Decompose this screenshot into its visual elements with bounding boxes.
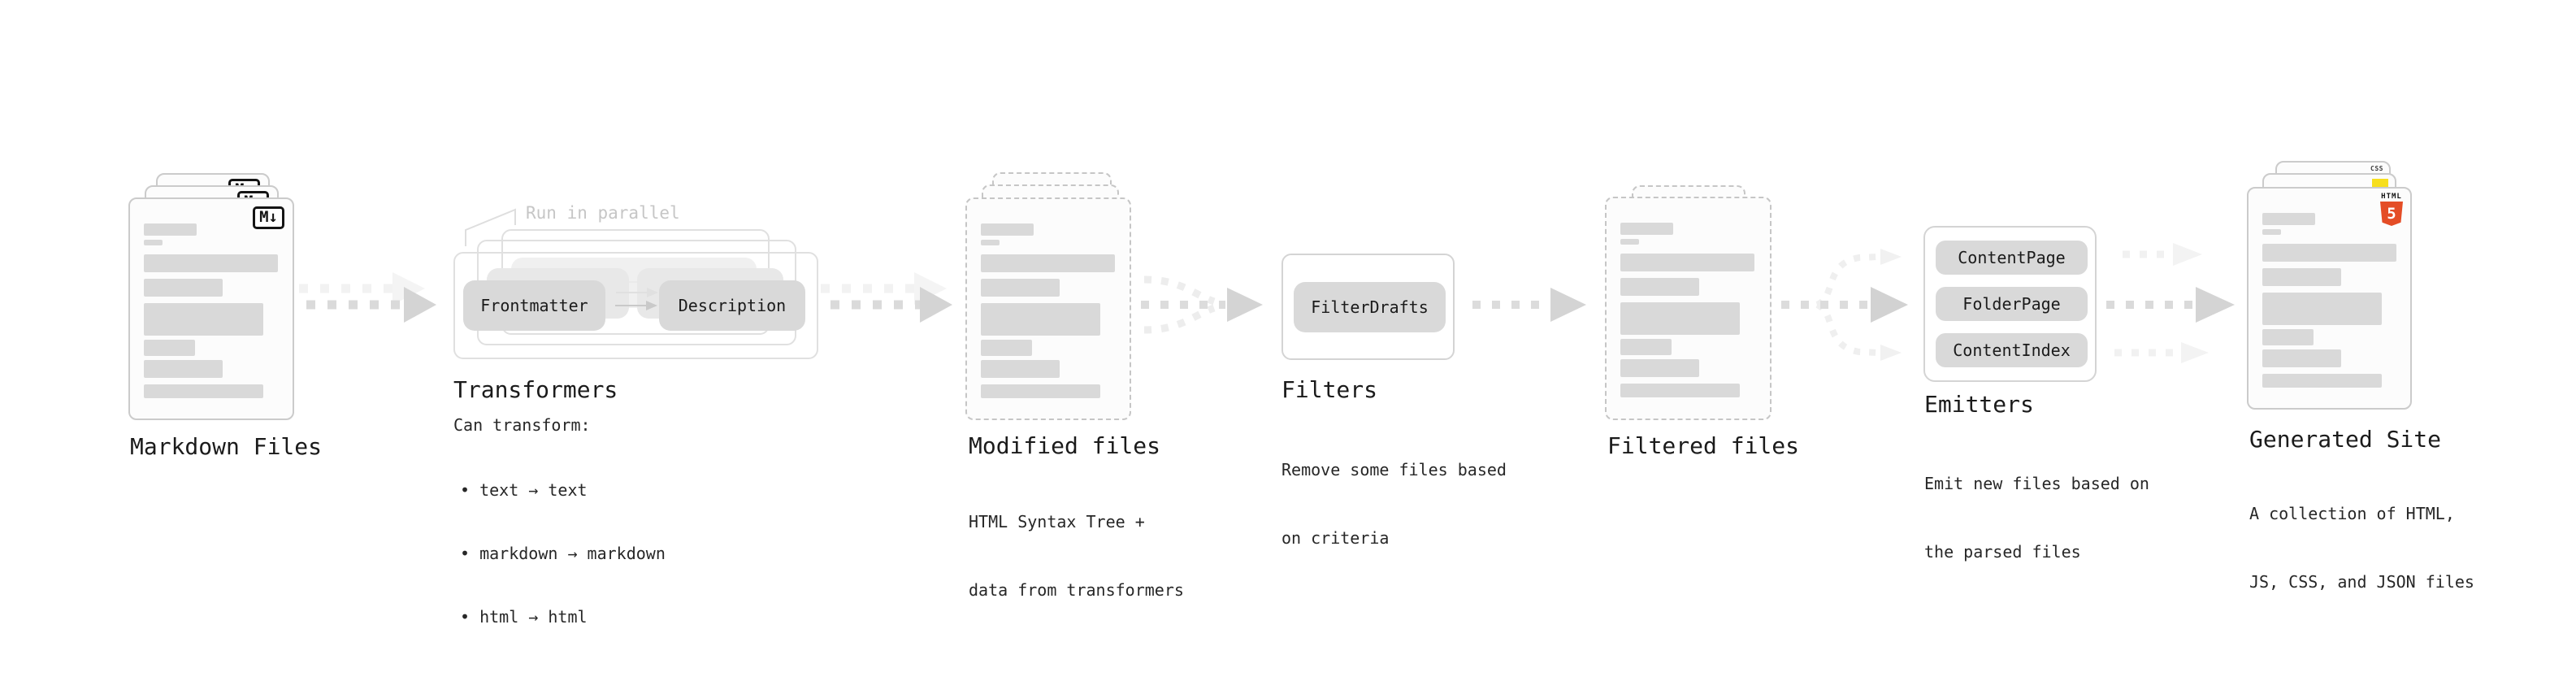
transform-flow-arrow-icon	[614, 301, 657, 310]
doc-text-bar	[981, 223, 1034, 236]
transformers-bullet-item: • html → html	[460, 607, 588, 627]
desc-line: Emit new files based on	[1924, 474, 2149, 493]
doc-text-bar	[144, 254, 278, 272]
transformers-capability-intro: Can transform:	[453, 415, 591, 435]
annotation-callout-line	[465, 208, 516, 246]
doc-text-bar	[144, 360, 223, 378]
doc-text-bar	[981, 254, 1115, 272]
doc-text-bar	[144, 240, 163, 245]
doc-text-bar	[1620, 339, 1672, 355]
flow-arrow-emitter-top	[2123, 243, 2202, 266]
doc-text-bar	[144, 303, 263, 336]
transformers-frame-front: Frontmatter Description	[453, 252, 818, 359]
modified-doc-front	[965, 197, 1131, 420]
doc-content-placeholder	[967, 199, 1130, 419]
run-in-parallel-annotation: Run in parallel	[526, 203, 680, 223]
doc-text-bar	[981, 240, 1000, 245]
flow-arrow-transformers-to-modified	[821, 272, 952, 323]
desc-line: the parsed files	[1924, 542, 2081, 562]
doc-text-bar	[981, 340, 1032, 356]
emitters-desc: Emit new files based on the parsed files	[1924, 427, 2149, 609]
desc-line: A collection of HTML,	[2249, 504, 2455, 523]
emitter-pill-contentpage: ContentPage	[1936, 241, 2088, 275]
doc-text-bar	[1620, 278, 1699, 296]
emitter-pill-folderpage: FolderPage	[1936, 287, 2088, 321]
doc-text-bar	[144, 384, 263, 398]
doc-text-bar	[1620, 239, 1639, 245]
filters-box: FilterDrafts	[1281, 254, 1455, 360]
desc-line: Remove some files based	[1281, 460, 1507, 479]
doc-text-bar	[2262, 329, 2314, 345]
doc-text-bar	[2262, 374, 2382, 388]
transformers-title: Transformers	[453, 376, 618, 403]
doc-text-bar	[1620, 223, 1673, 235]
doc-text-bar	[2262, 268, 2341, 286]
filtered-files-label: Filtered files	[1607, 432, 1800, 459]
doc-text-bar	[144, 340, 195, 356]
markdown-doc-front: M↓	[128, 197, 294, 420]
doc-text-bar	[2262, 229, 2281, 235]
doc-text-bar	[2262, 244, 2396, 262]
emitter-pill-contentindex: ContentIndex	[1936, 333, 2088, 367]
flow-arrow-emitter-middle	[2106, 287, 2235, 323]
modified-files-label: Modified files	[969, 432, 1161, 459]
flow-arrow-filters-to-filtered	[1472, 288, 1586, 322]
doc-text-bar	[981, 360, 1060, 378]
desc-line: JS, CSS, and JSON files	[2249, 572, 2474, 592]
doc-text-bar	[981, 279, 1060, 297]
doc-text-bar	[1620, 254, 1754, 271]
doc-text-bar	[144, 223, 197, 236]
doc-content-placeholder	[1607, 198, 1770, 419]
html5-shield-icon: 5	[2380, 202, 2403, 226]
flow-arrow-markdown-to-transformers	[299, 272, 436, 323]
generated-doc-front: HTML 5	[2247, 187, 2412, 410]
doc-text-bar	[1620, 302, 1740, 335]
markdown-badge: M↓	[253, 206, 284, 229]
doc-text-bar	[981, 303, 1100, 336]
desc-line: HTML Syntax Tree +	[969, 512, 1145, 531]
transformers-bullet-item: • text → text	[460, 480, 588, 500]
generated-site-desc: A collection of HTML, JS, CSS, and JSON …	[2249, 457, 2474, 639]
description-pill: Description	[659, 280, 805, 331]
emitters-title: Emitters	[1924, 391, 2034, 418]
desc-line: data from transformers	[969, 580, 1184, 600]
doc-text-bar	[2262, 213, 2315, 225]
css-badge-label: CSS	[2370, 165, 2383, 172]
doc-text-bar	[1620, 359, 1699, 377]
doc-text-bar	[2262, 293, 2382, 325]
markdown-files-label: Markdown Files	[130, 433, 323, 460]
filterdrafts-pill: FilterDrafts	[1294, 282, 1446, 332]
flow-merge-arrow-modified-to-filters	[1141, 275, 1263, 334]
transformers-bullet-item: • markdown → markdown	[460, 544, 666, 563]
doc-text-bar	[981, 384, 1100, 398]
emitters-box: ContentPage FolderPage ContentIndex	[1923, 226, 2097, 382]
filters-desc: Remove some files based on criteria	[1281, 413, 1507, 595]
html5-logo: HTML 5	[2379, 193, 2404, 226]
doc-text-bar	[144, 279, 223, 297]
transform-flow-arrow-icon	[615, 288, 658, 297]
filtered-doc-front	[1605, 197, 1772, 420]
doc-content-placeholder	[130, 199, 293, 419]
frontmatter-pill: Frontmatter	[463, 280, 605, 331]
doc-text-bar	[2262, 349, 2341, 367]
doc-content-placeholder	[2249, 189, 2410, 408]
transformers-bullet-list: • text → text • markdown → markdown • ht…	[460, 437, 666, 670]
html5-logo-label: HTML	[2381, 193, 2402, 201]
modified-files-desc: HTML Syntax Tree + data from transformer…	[969, 465, 1184, 647]
desc-line: on criteria	[1281, 528, 1390, 548]
doc-text-bar	[1620, 384, 1740, 397]
filters-title: Filters	[1281, 376, 1378, 403]
flow-split-arrow-filtered-to-emitters	[1781, 249, 1908, 361]
generated-site-label: Generated Site	[2249, 426, 2442, 453]
flow-arrow-emitter-bottom	[2114, 342, 2209, 363]
